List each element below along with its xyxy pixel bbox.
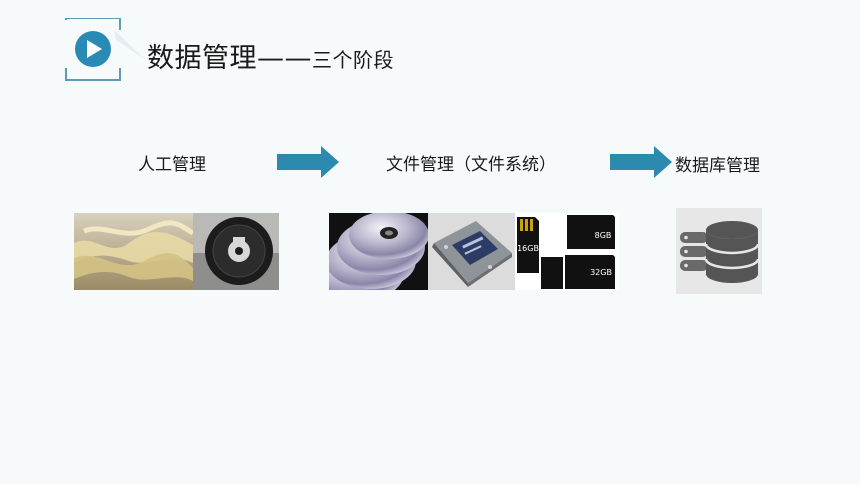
- stage-label-database: 数据库管理: [675, 156, 760, 176]
- arrow-right-icon: [277, 146, 339, 178]
- header-logo: [58, 17, 148, 82]
- cd-discs-image: [329, 213, 428, 290]
- paper-tape-image: [74, 213, 193, 290]
- hard-drive-image: [428, 213, 515, 290]
- tape-reel-image: [193, 213, 279, 290]
- sd-card-label: 32GB: [590, 268, 612, 277]
- stage-label-manual: 人工管理: [138, 155, 206, 175]
- sd-card-label: 16GB: [517, 244, 539, 253]
- page-title: 数据管理——三个阶段: [147, 43, 394, 74]
- stage-label-file-system: 文件管理（文件系统）: [386, 155, 556, 175]
- arrow-right-icon: [610, 146, 672, 178]
- database-icon: [676, 208, 762, 294]
- page-subtitle: 三个阶段: [312, 48, 394, 72]
- sd-cards-image: 16GB 8GB 32GB: [515, 213, 619, 290]
- sd-card-label: 8GB: [595, 231, 612, 240]
